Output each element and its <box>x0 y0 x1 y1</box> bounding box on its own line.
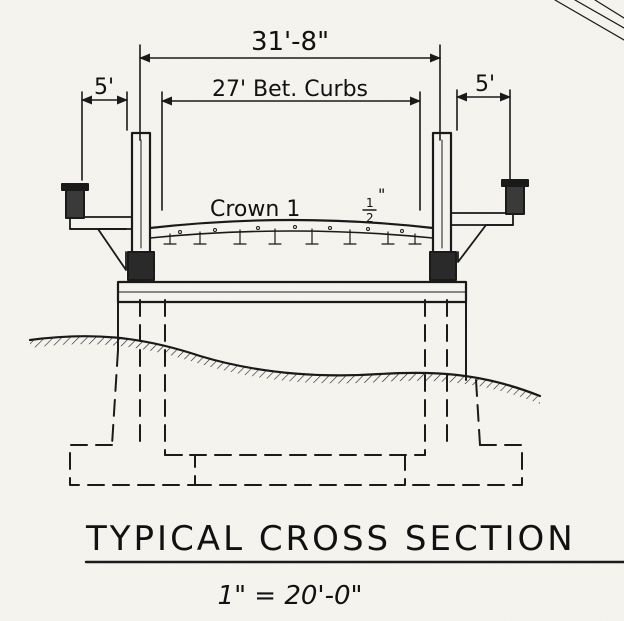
right-post-base <box>429 251 457 281</box>
drawing-title: TYPICAL CROSS SECTION <box>85 519 576 559</box>
deck-crown-line <box>148 218 435 230</box>
ground-line <box>28 335 542 398</box>
dimension-lines <box>80 44 512 211</box>
footing-outlines <box>69 299 523 486</box>
corner-marks <box>554 0 624 41</box>
ground-hatching <box>30 336 540 404</box>
left-bracket <box>69 228 127 271</box>
right-sidewalk-label: 5' <box>475 72 495 97</box>
crown-fraction-denominator: 2 <box>366 211 374 225</box>
right-railing-post <box>505 183 525 215</box>
right-sidewalk-slab <box>450 212 514 226</box>
left-sidewalk-label: 5' <box>94 75 114 100</box>
crown-label: Crown 1 <box>210 197 300 222</box>
right-bracket <box>457 224 514 263</box>
crown-fraction-numerator: 1 <box>366 196 374 210</box>
curb-width-label: 27' Bet. Curbs <box>212 77 368 102</box>
deck-reinforcing <box>163 228 422 245</box>
crown-inch-mark: " <box>378 185 385 204</box>
bridge-superstructure <box>61 131 529 381</box>
drawing-scale: 1" = 20'-0" <box>218 581 363 611</box>
left-post-base <box>127 251 155 281</box>
deck-aggregate <box>178 225 404 234</box>
left-railing-post <box>65 187 85 219</box>
overall-width-label: 31'-8" <box>251 27 329 57</box>
